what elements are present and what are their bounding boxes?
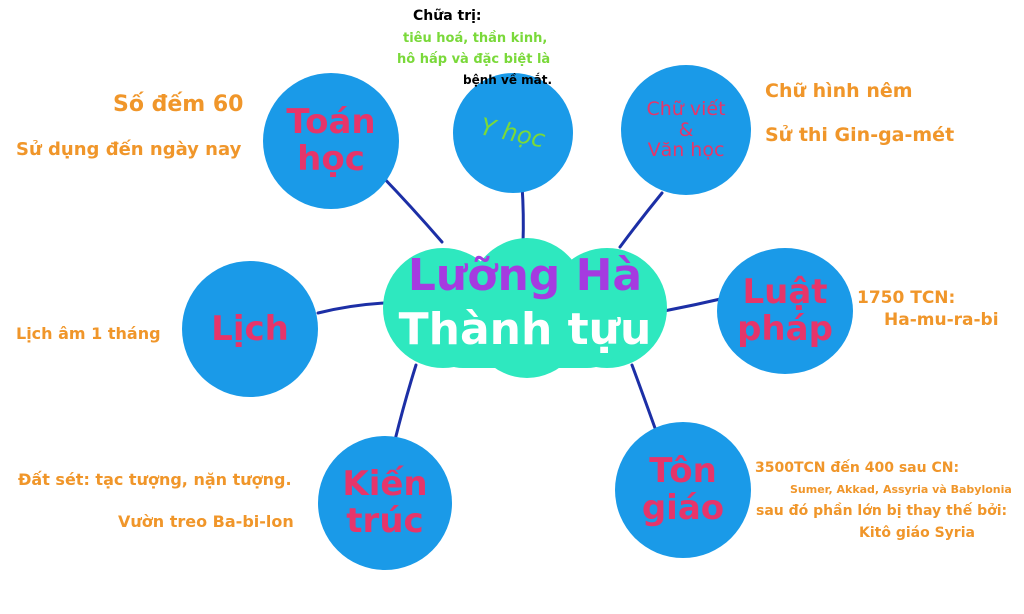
node-toan-hoc-line1: Toán <box>286 101 376 142</box>
note-ton-giao-4: Kitô giáo Syria <box>859 525 975 541</box>
node-ton-giao-line2: giáo <box>641 488 725 528</box>
note-ton-giao-2: Sumer, Akkad, Assyria và Babylonia <box>790 483 1012 496</box>
node-chu-viet: Chữ viết & Văn học <box>621 65 751 195</box>
note-toan-hoc-2: Sử dụng đến ngày nay <box>16 139 242 160</box>
connector-toan-hoc <box>376 170 444 244</box>
note-y-hoc-green1: tiêu hoá, thần kinh, <box>403 31 548 46</box>
node-ton-giao: Tôn giáo <box>615 422 751 558</box>
node-chu-viet-line2: & <box>678 118 694 141</box>
central-subtitle: Thành tựu <box>398 304 652 355</box>
node-y-hoc-label: Y học <box>478 112 548 154</box>
node-luat-phap-line2: pháp <box>737 309 833 349</box>
note-chu-viet-2: Sử thi Gin-ga-mét <box>765 124 955 146</box>
note-kien-truc-1: Đất sét: tạc tượng, nặn tượng. <box>18 470 292 489</box>
node-toan-hoc: Toán học <box>263 73 399 209</box>
connector-lich <box>316 301 386 315</box>
central-topic: Lưỡng Hà Thành tựu <box>383 238 667 378</box>
note-ton-giao-3: sau đó phần lớn bị thay thế bởi: <box>756 503 1008 519</box>
note-y-hoc-green2: hô hấp và đặc biệt là <box>397 52 551 67</box>
connector-luat-phap <box>662 296 727 313</box>
note-kien-truc-2: Vườn treo Ba-bi-lon <box>118 512 294 531</box>
note-luat-phap-1: 1750 TCN: <box>857 288 956 308</box>
cloud-blob <box>423 263 627 368</box>
note-ton-giao-1: 3500TCN đến 400 sau CN: <box>755 460 960 476</box>
node-ton-giao-line1: Tôn <box>649 450 717 491</box>
node-luat-phap-line1: Luật <box>742 271 828 312</box>
note-luat-phap-2: Ha-mu-ra-bi <box>884 310 999 330</box>
connector-chu-viet <box>618 191 664 249</box>
node-kien-truc: Kiến trúc <box>318 436 452 570</box>
node-kien-truc-line2: trúc <box>346 501 424 541</box>
central-title: Lưỡng Hà <box>407 250 643 301</box>
node-chu-viet-line3: Văn học <box>647 139 725 162</box>
connector-kien-truc <box>393 363 418 442</box>
node-luat-phap: Luật pháp <box>717 248 853 374</box>
note-chu-viet-1: Chữ hình nêm <box>765 80 913 102</box>
node-chu-viet-line1: Chữ viết <box>646 97 726 120</box>
note-lich-1: Lịch âm 1 tháng <box>16 324 161 343</box>
node-kien-truc-line1: Kiến <box>342 463 428 504</box>
note-toan-hoc-1: Số đếm 60 <box>113 92 244 117</box>
connector-y-hoc <box>520 183 525 245</box>
node-toan-hoc-line2: học <box>297 139 365 179</box>
node-lich-label: Lịch <box>211 309 289 349</box>
note-y-hoc-heading: Chữa trị: <box>413 8 482 24</box>
node-y-hoc: Y học <box>453 73 573 193</box>
note-y-hoc-black: bệnh về mắt. <box>463 73 553 87</box>
node-lich: Lịch <box>182 261 318 397</box>
